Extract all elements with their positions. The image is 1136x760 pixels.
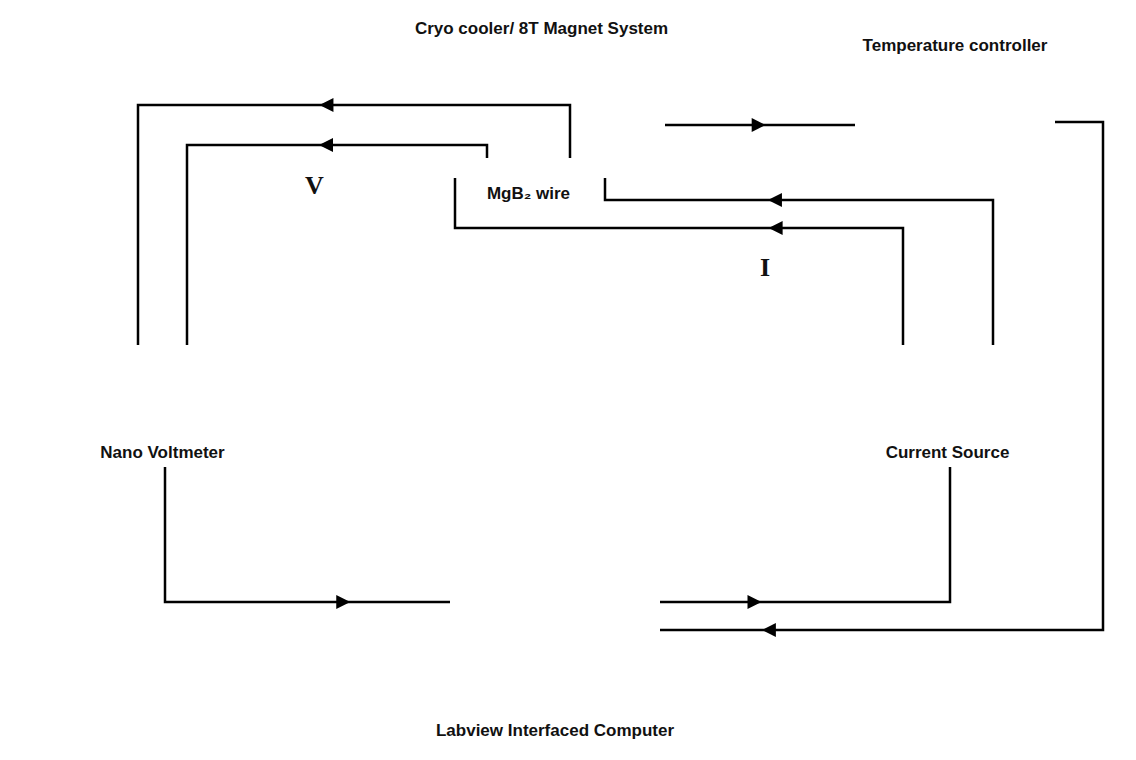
drive-bay xyxy=(585,588,620,593)
device-label: Cryo cooler/ 8T Magnet System xyxy=(415,19,668,39)
map-shape xyxy=(471,586,499,604)
device-label: MgB₂ wire xyxy=(487,184,570,204)
pill-drawing xyxy=(855,62,1055,150)
box-front-face xyxy=(418,68,638,245)
keyboard-keys xyxy=(470,686,621,705)
signal-connector xyxy=(660,122,1103,637)
outer-border xyxy=(3,3,1134,758)
connector-line xyxy=(660,467,950,602)
signal-connector xyxy=(187,138,487,345)
connector-line xyxy=(605,178,993,345)
vent-slot xyxy=(588,664,617,666)
arrow-head xyxy=(768,193,782,207)
arrow-head xyxy=(769,221,783,235)
connector-line xyxy=(138,105,570,345)
arrow-head xyxy=(752,118,766,132)
arrow-head xyxy=(319,98,333,112)
box-drawing xyxy=(418,45,665,245)
map-shape xyxy=(488,608,502,632)
box-side-face xyxy=(638,45,665,245)
monitor-frame xyxy=(455,567,567,655)
arrow-head xyxy=(336,595,350,609)
device-shadow xyxy=(863,69,1055,150)
signal-connector xyxy=(138,98,570,345)
mouse xyxy=(633,693,651,705)
arrow-head xyxy=(748,595,762,609)
computer: Labview Interfaced Computer xyxy=(450,565,660,715)
keyboard xyxy=(465,683,626,708)
monitor-base xyxy=(484,667,538,677)
sample-wire: MgB₂ wire xyxy=(432,158,625,178)
drive-bay xyxy=(585,606,620,611)
arrow-head xyxy=(762,623,776,637)
vent-slot xyxy=(588,654,617,656)
wire-drawing xyxy=(432,158,625,178)
device-body xyxy=(855,62,1045,141)
pill-drawing xyxy=(850,345,1045,437)
connector-line xyxy=(455,178,903,345)
map-shape xyxy=(504,585,536,601)
drive-bay xyxy=(585,597,620,602)
computer-tower xyxy=(575,569,630,677)
cryostat-box: Cryo cooler/ 8T Magnet SystemMgB₂ wire xyxy=(418,45,665,245)
signal-label: V xyxy=(302,172,327,200)
device-label: Nano Voltmeter xyxy=(100,443,224,463)
device-body xyxy=(60,345,255,428)
vent-slot xyxy=(588,659,617,661)
signal-connector xyxy=(660,467,950,609)
signal-connector xyxy=(455,178,903,345)
device-body xyxy=(850,345,1035,428)
power-button xyxy=(596,621,608,633)
monitor-screen xyxy=(461,573,561,645)
vent-slot xyxy=(588,644,617,646)
connector-line xyxy=(165,467,450,602)
signal-connector xyxy=(605,178,993,345)
nano-voltmeter: Nano Voltmeter xyxy=(60,345,265,437)
vent-slot xyxy=(588,649,617,651)
monitor-stand xyxy=(502,655,520,669)
signal-connector xyxy=(665,118,855,132)
computer-drawing xyxy=(450,565,660,715)
connector-line xyxy=(660,122,1103,630)
device-label: Temperature controller xyxy=(863,36,1048,56)
map-shape xyxy=(523,605,541,625)
current-source: Current Source xyxy=(850,345,1045,437)
signal-label: I xyxy=(757,254,773,282)
wire-end xyxy=(613,159,625,177)
mouse-cable xyxy=(628,677,640,693)
device-label: Labview Interfaced Computer xyxy=(436,721,674,741)
temperature-controller: Temperature controller xyxy=(855,62,1055,150)
wire-end xyxy=(433,159,445,177)
signal-connector xyxy=(165,467,450,609)
box-top-face xyxy=(418,45,665,68)
device-shadow xyxy=(68,352,265,437)
drive-bay xyxy=(585,579,620,584)
pill-drawing xyxy=(60,345,265,437)
device-label: Current Source xyxy=(886,443,1010,463)
device-shadow xyxy=(858,352,1045,437)
map-shape xyxy=(539,626,551,634)
wire-body xyxy=(438,159,619,177)
connector-line xyxy=(187,145,487,345)
arrow-head xyxy=(319,138,333,152)
